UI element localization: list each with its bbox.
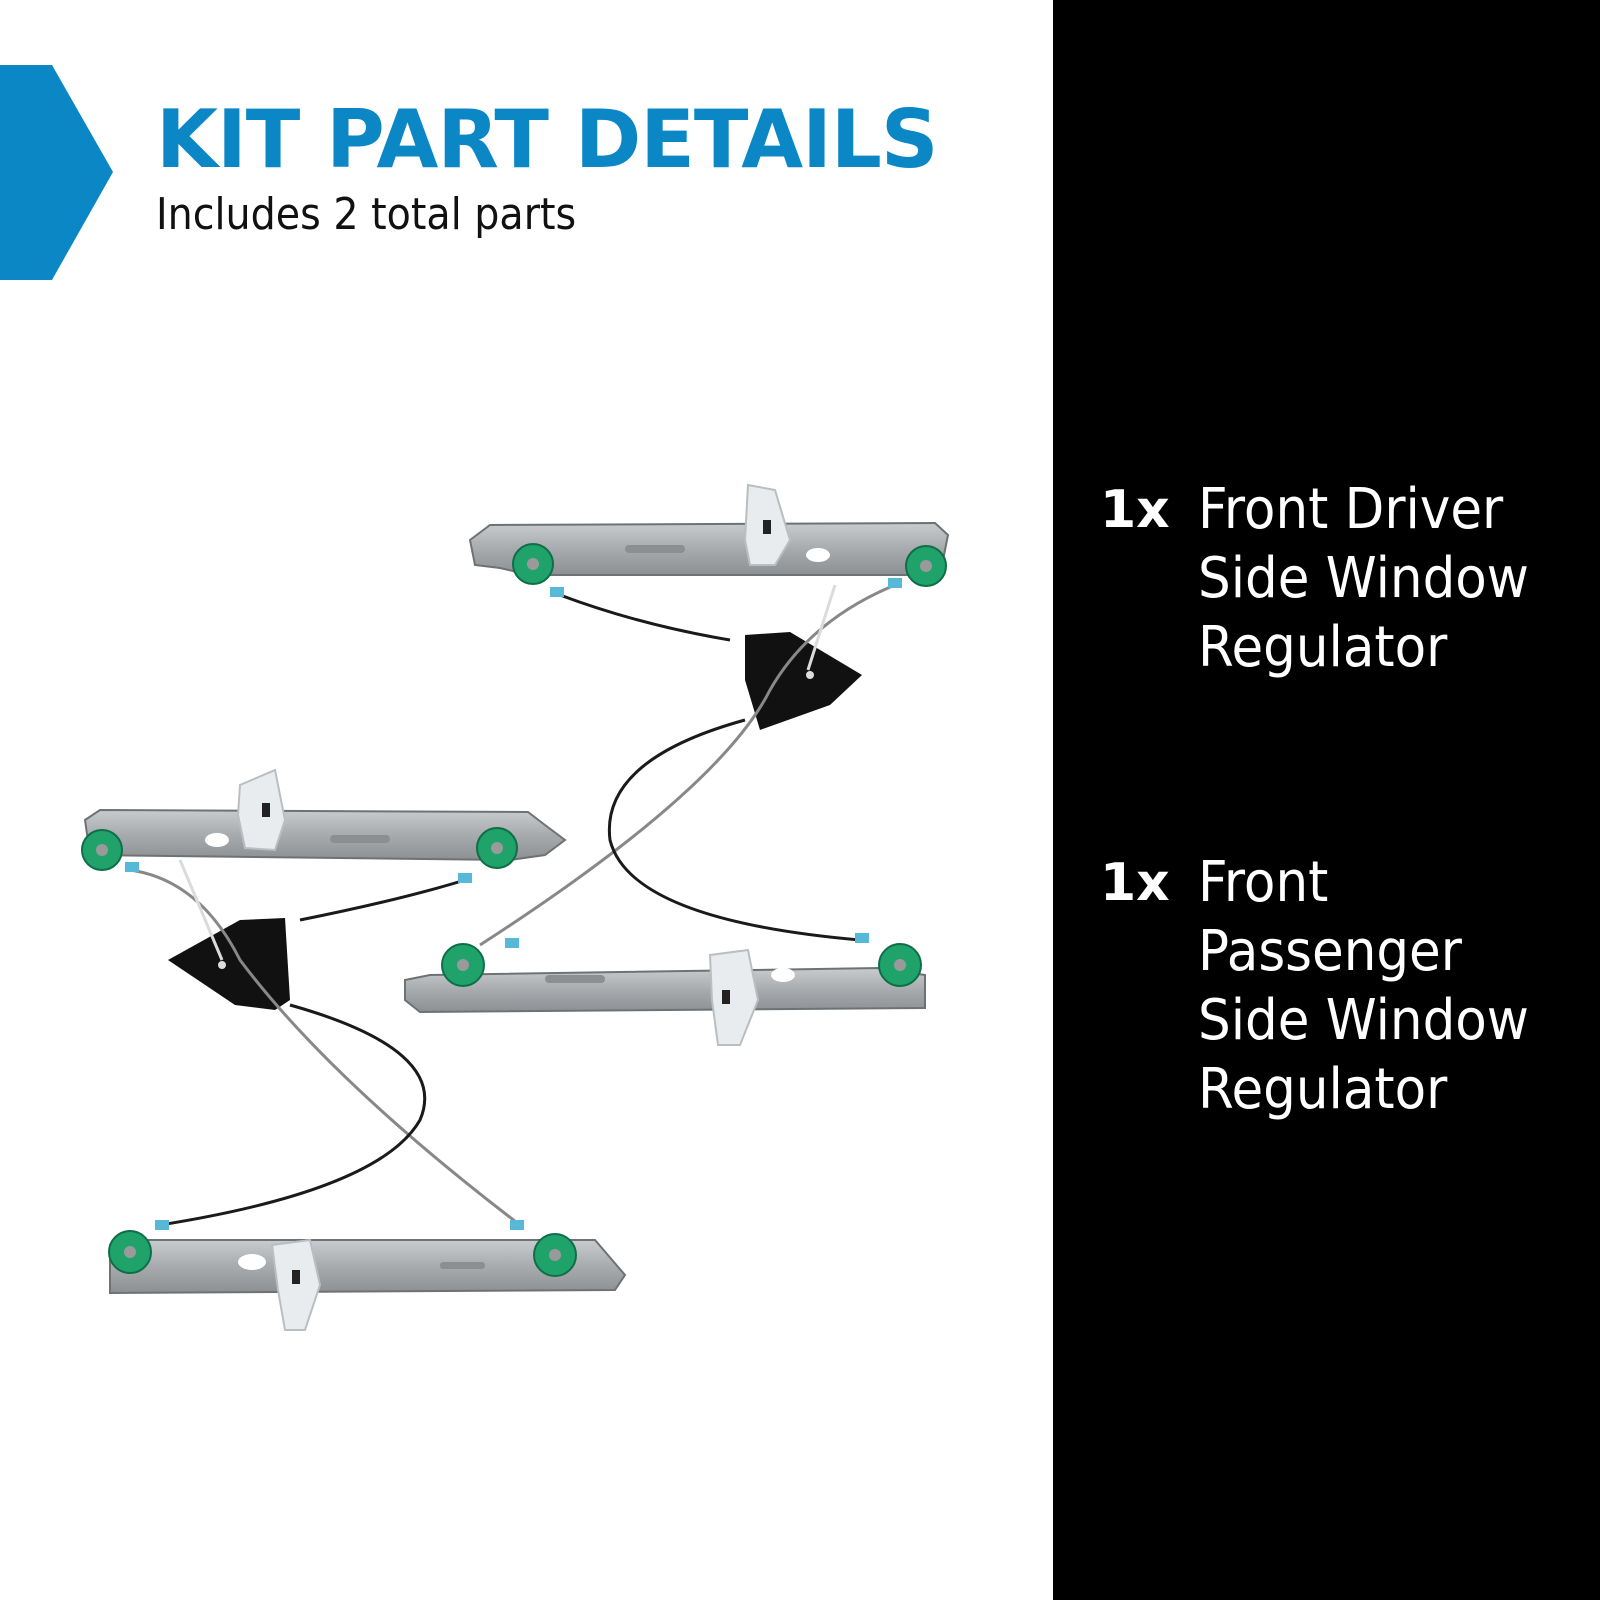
part-name: Front Passenger Side Window Regulator xyxy=(1198,850,1529,1122)
part-item-front-passenger: 1x Front Passenger Side Window Regulator xyxy=(1100,848,1558,1124)
part-name: Front Driver Side Window Regulator xyxy=(1198,477,1529,680)
chevron-arrow-icon xyxy=(0,65,113,280)
driver-regulator-bottom-rail xyxy=(404,943,926,1046)
driver-regulator-top-rail xyxy=(468,483,950,587)
page-title: KIT PART DETAILS xyxy=(156,93,938,186)
part-item-front-driver: 1x Front Driver Side Window Regulator xyxy=(1100,475,1558,682)
part-quantity: 1x xyxy=(1100,480,1170,540)
passenger-cables xyxy=(125,859,524,1230)
driver-motor-plate xyxy=(745,632,862,730)
window-regulator-illustration xyxy=(81,483,950,1331)
left-panel: KIT PART DETAILS Includes 2 total parts xyxy=(0,65,950,1331)
passenger-regulator-top-rail xyxy=(81,768,567,871)
part-quantity: 1x xyxy=(1100,853,1170,913)
passenger-regulator-bottom-rail xyxy=(108,1230,627,1331)
driver-cables xyxy=(479,578,902,948)
parts-list-panel xyxy=(1053,0,1600,1600)
page-subtitle: Includes 2 total parts xyxy=(156,189,577,240)
passenger-motor-plate xyxy=(168,918,290,1010)
